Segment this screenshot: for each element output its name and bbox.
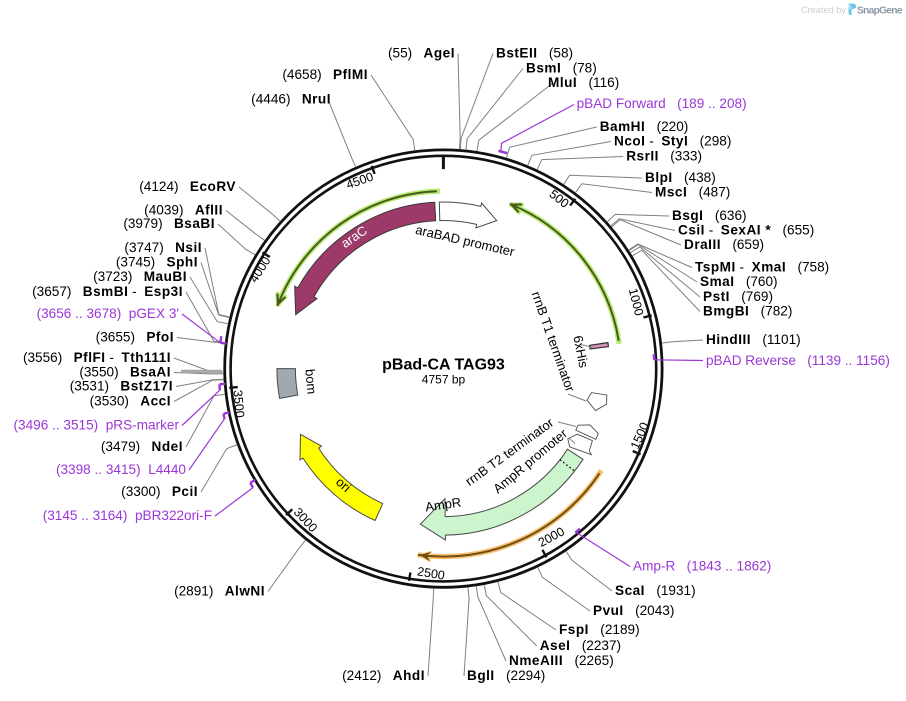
svg-text:(3747) NsiI: (3747) NsiI: [124, 240, 202, 255]
svg-text:(4446) NruI: (4446) NruI: [251, 92, 331, 107]
svg-text:rrnB T1 terminator: rrnB T1 terminator: [529, 289, 578, 394]
svg-text:1000: 1000: [626, 287, 646, 317]
svg-text:(3657) BsmBI - Esp3I: (3657) BsmBI - Esp3I: [32, 284, 183, 299]
svg-text:(2891) AlwNI: (2891) AlwNI: [174, 584, 265, 599]
svg-text:CsiI - SexAI * (655): CsiI - SexAI * (655): [678, 223, 814, 238]
svg-text:PstI (769): PstI (769): [703, 289, 773, 304]
svg-text:MluI (116): MluI (116): [548, 75, 619, 90]
svg-text:BsgI (636): BsgI (636): [672, 208, 747, 223]
svg-text:(3145 .. 3164) pBR322ori-F: (3145 .. 3164) pBR322ori-F: [43, 508, 212, 523]
svg-text:2500: 2500: [416, 564, 446, 582]
svg-text:(3300) PciI: (3300) PciI: [121, 484, 198, 499]
svg-text:RsrII (333): RsrII (333): [626, 149, 702, 164]
svg-text:AmpR: AmpR: [424, 495, 462, 515]
svg-text:(3550) BsaAI: (3550) BsaAI: [79, 365, 171, 380]
svg-text:(3723) MauBI: (3723) MauBI: [93, 269, 187, 284]
svg-text:(3398 .. 3415) L4440: (3398 .. 3415) L4440: [56, 462, 186, 477]
svg-text:(3655) PfoI: (3655) PfoI: [96, 330, 174, 345]
svg-text:BlpI (438): BlpI (438): [645, 170, 716, 185]
svg-text:500: 500: [546, 187, 571, 211]
svg-text:NcoI - StyI (298): NcoI - StyI (298): [614, 134, 731, 149]
svg-text:4757 bp: 4757 bp: [422, 373, 466, 387]
svg-text:Amp-R (1843 .. 1862): Amp-R (1843 .. 1862): [633, 559, 771, 574]
svg-text:3500: 3500: [231, 389, 247, 418]
svg-text:(3556) PflFI - Tth111I: (3556) PflFI - Tth111I: [23, 350, 171, 365]
svg-text:BglI (2294): BglI (2294): [467, 668, 545, 683]
svg-text:HindIII (1101): HindIII (1101): [706, 332, 801, 347]
svg-text:NmeAIII (2265): NmeAIII (2265): [509, 653, 614, 668]
svg-text:SnapGene: SnapGene: [857, 6, 903, 17]
svg-text:pBad-CA TAG93: pBad-CA TAG93: [382, 357, 505, 374]
svg-text:ScaI (1931): ScaI (1931): [615, 583, 696, 598]
svg-text:TspMI - XmaI (758): TspMI - XmaI (758): [695, 260, 829, 275]
svg-text:(3479) NdeI: (3479) NdeI: [101, 439, 183, 454]
svg-text:DraIII (659): DraIII (659): [684, 237, 764, 252]
svg-text:(4039) AflII: (4039) AflII: [144, 203, 223, 218]
svg-text:SmaI (760): SmaI (760): [700, 274, 778, 289]
svg-text:(3531) BstZ17I: (3531) BstZ17I: [70, 379, 173, 394]
svg-text:(3496 .. 3515) pRS-marker: (3496 .. 3515) pRS-marker: [14, 418, 180, 433]
svg-text:bom: bom: [302, 368, 319, 395]
svg-text:BmgBI (782): BmgBI (782): [703, 304, 792, 319]
svg-text:BsmI (78): BsmI (78): [526, 61, 597, 76]
svg-text:BamHI (220): BamHI (220): [600, 119, 689, 134]
svg-text:pBAD Reverse (1139 .. 1156): pBAD Reverse (1139 .. 1156): [706, 353, 890, 368]
svg-text:(4658) PflMI: (4658) PflMI: [282, 67, 368, 82]
svg-text:(3530) AccI: (3530) AccI: [90, 394, 171, 409]
svg-text:Created by: Created by: [801, 5, 846, 15]
svg-text:(3656 .. 3678) pGEX 3': (3656 .. 3678) pGEX 3': [37, 306, 179, 321]
svg-text:PvuI (2043): PvuI (2043): [593, 603, 674, 618]
svg-text:(3979) BsaBI: (3979) BsaBI: [123, 216, 215, 231]
svg-text:(3745) SphI: (3745) SphI: [116, 255, 198, 270]
svg-text:FspI (2189): FspI (2189): [559, 622, 640, 637]
svg-text:(2412) AhdI: (2412) AhdI: [342, 668, 425, 683]
svg-text:6xHis: 6xHis: [570, 334, 591, 369]
svg-text:(55) AgeI: (55) AgeI: [388, 46, 455, 61]
svg-text:MscI (487): MscI (487): [655, 185, 730, 200]
svg-text:pBAD Forward (189 .. 208): pBAD Forward (189 .. 208): [577, 96, 747, 111]
svg-text:4000: 4000: [247, 254, 274, 285]
svg-text:AseI (2237): AseI (2237): [540, 638, 621, 653]
svg-text:(4124) EcoRV: (4124) EcoRV: [139, 179, 236, 194]
svg-text:BstEII (58): BstEII (58): [496, 46, 573, 61]
svg-text:araBAD promoter: araBAD promoter: [414, 222, 517, 260]
